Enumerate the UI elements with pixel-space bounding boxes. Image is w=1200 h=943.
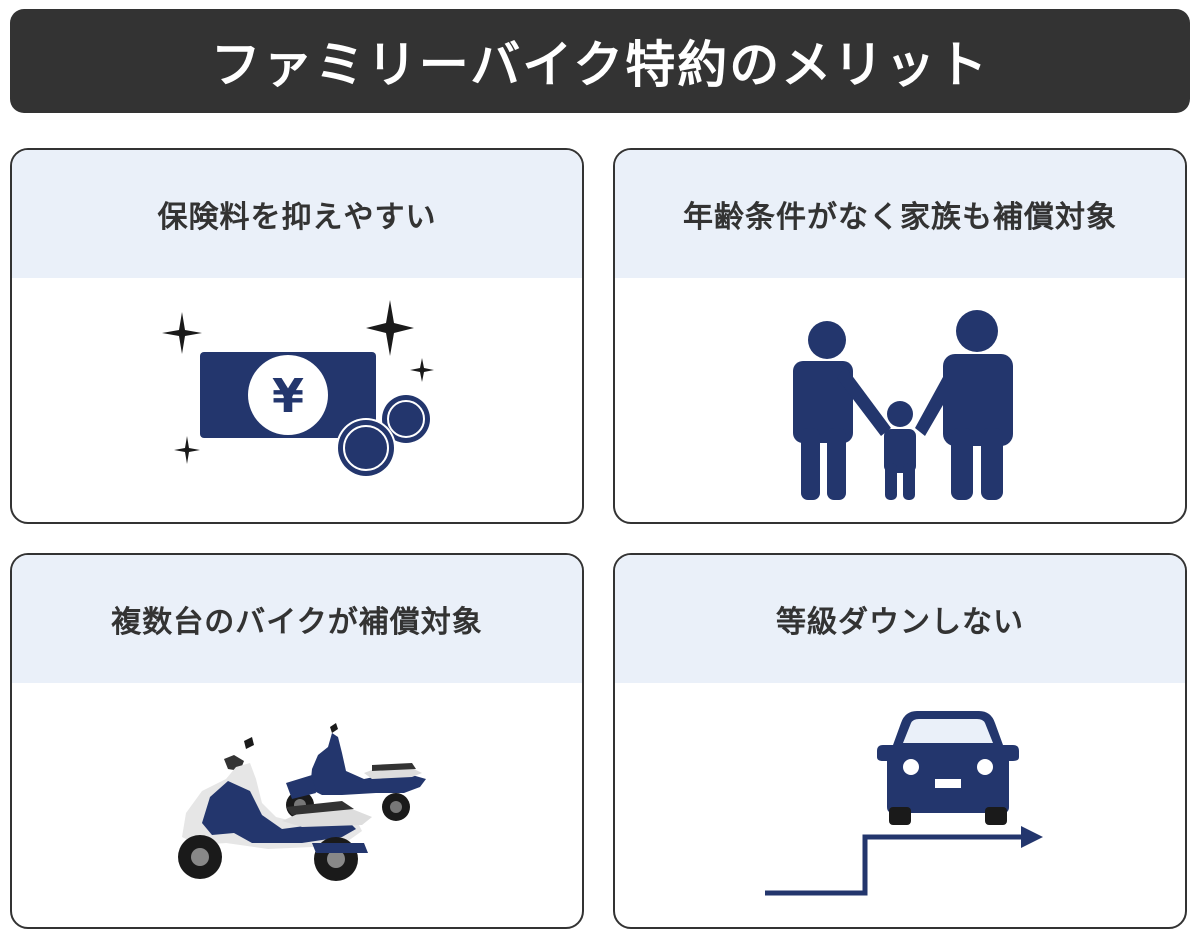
card-header: 等級ダウンしない [615, 555, 1185, 683]
card-label: 年齢条件がなく家族も補償対象 [683, 200, 1117, 235]
card-label: 複数台のバイクが補償対象 [111, 605, 483, 640]
car-icon [877, 711, 1019, 825]
merit-card-multiple-bikes: 複数台のバイクが補償対象 [10, 553, 584, 929]
card-label: 等級ダウンしない [776, 605, 1024, 640]
page-title: ファミリーバイク特約のメリット [210, 36, 990, 94]
merit-card-no-grade-down: 等級ダウンしない [613, 553, 1187, 929]
card-illustration [615, 683, 1185, 927]
yen-symbol: ¥ [272, 369, 304, 423]
card-label: 保険料を抑えやすい [157, 200, 437, 235]
card-header: 保険料を抑えやすい [12, 150, 582, 278]
car-step-arrow-icon [765, 711, 1043, 896]
merit-card-family: 年齢条件がなく家族も補償対象 [613, 148, 1187, 524]
card-header: 年齢条件がなく家族も補償対象 [615, 150, 1185, 278]
card-header: 複数台のバイクが補償対象 [12, 555, 582, 683]
merit-card-premium: 保険料を抑えやすい ¥ [10, 148, 584, 524]
scooters-icon [178, 723, 426, 881]
card-illustration [12, 683, 582, 927]
scooter-front [178, 737, 372, 881]
family-icon [793, 310, 1013, 500]
card-illustration [615, 278, 1185, 522]
card-illustration: ¥ [12, 278, 582, 522]
title-banner: ファミリーバイク特約のメリット [10, 9, 1190, 113]
yen-banknote-coins-icon: ¥ [162, 300, 434, 478]
